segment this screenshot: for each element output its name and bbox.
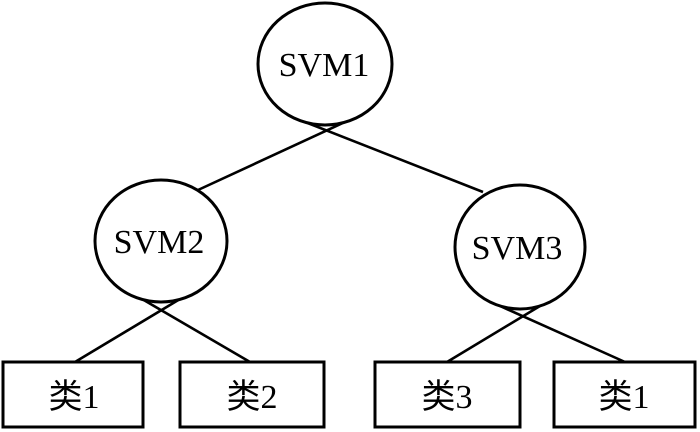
edge-svm1-svm3 <box>304 120 484 194</box>
node-leaf4-label: 类1 <box>599 378 650 416</box>
edge-svm3-leaf4 <box>499 304 626 364</box>
node-svm3-circle <box>453 183 587 311</box>
node-leaf2-label: 类2 <box>227 378 278 416</box>
node-leaf3-rect <box>373 360 522 429</box>
edge-svm1-svm2 <box>197 120 346 192</box>
node-leaf1-label: 类1 <box>49 378 100 416</box>
node-svm2-circle <box>93 178 229 304</box>
node-svm1-label: SVM1 <box>279 47 370 84</box>
edge-svm2-leaf1 <box>74 297 181 364</box>
edge-svm3-leaf3 <box>446 304 541 364</box>
edge-group <box>74 120 626 364</box>
circle-node-group <box>93 1 587 311</box>
edge-svm2-leaf2 <box>141 297 251 364</box>
node-leaf2-rect <box>178 360 326 429</box>
node-leaf1-rect <box>1 360 145 429</box>
node-leaf3-label: 类3 <box>422 378 473 416</box>
label-group: SVM1 SVM2 SVM3 类1 类2 类3 类1 <box>49 47 650 416</box>
node-leaf4-rect <box>552 360 697 429</box>
rect-node-group <box>1 360 697 429</box>
node-svm2-label: SVM2 <box>114 224 205 261</box>
node-svm1-circle <box>256 1 394 127</box>
node-svm3-label: SVM3 <box>472 230 563 267</box>
